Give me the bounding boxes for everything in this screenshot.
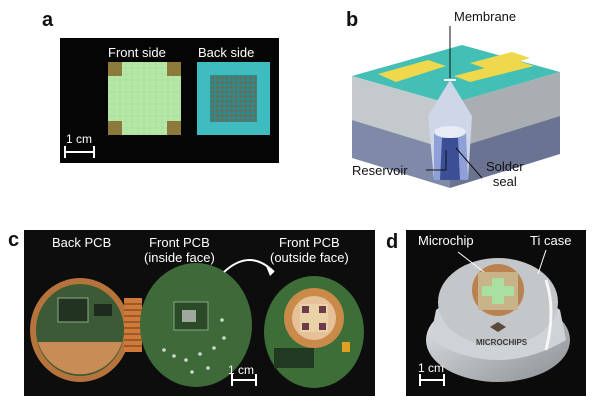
front-pcb-outside-label: Front PCB (outside face)	[270, 235, 349, 266]
membrane-label: Membrane	[454, 9, 517, 24]
front-pcb-outside	[264, 276, 364, 388]
microchip-label: Microchip	[418, 233, 474, 248]
back-side-label: Back side	[198, 45, 255, 60]
front-pcb-inside	[140, 263, 252, 387]
panel-c-scale-label: 1 cm	[228, 363, 255, 377]
flip-arrow	[223, 259, 275, 273]
panel-a-chips	[64, 62, 270, 158]
panel-a-letter: a	[42, 9, 54, 31]
panel-d-scale-label: 1 cm	[418, 361, 445, 375]
back-side-chip	[197, 62, 270, 135]
back-pcb-label: Back PCB	[52, 235, 112, 250]
front-pcb-inside-line2: (inside face)	[144, 249, 215, 265]
microchip-in-case	[472, 264, 524, 316]
solder-label-line1: Solder	[486, 159, 524, 174]
panel-c-letter: c	[8, 229, 20, 251]
reservoir-label: Reservoir	[352, 163, 408, 178]
front-pcb-inside-label: Front PCB (inside face)	[144, 235, 215, 266]
front-side-chip	[108, 62, 181, 135]
panel-c-scale-bar	[231, 374, 257, 386]
front-pcb-outside-line2: (outside face)	[270, 249, 349, 265]
flex-connector	[124, 298, 142, 352]
panel-a-scale-bar	[64, 146, 95, 158]
back-pcb	[30, 278, 130, 382]
panel-b-diagram	[352, 26, 560, 188]
panel-a-scale-label: 1 cm	[66, 132, 93, 146]
panel-b-letter: b	[346, 9, 359, 31]
front-side-label: Front side	[108, 45, 166, 60]
brand-logo-icon	[490, 322, 506, 332]
front-pcb-inside-line1: Front PCB	[149, 235, 210, 250]
panel-d-scale-bar	[419, 374, 445, 386]
front-pcb-outside-line1: Front PCB	[279, 235, 340, 250]
ti-case-label: Ti case	[530, 233, 572, 248]
solder-label-line2: seal	[492, 173, 517, 189]
panel-d-letter: d	[386, 231, 399, 253]
brand-label: MICROCHIPS	[476, 338, 528, 347]
solder-seal-label: Solder seal	[486, 159, 524, 190]
panel-d-device	[419, 249, 570, 386]
panel-c-boards	[30, 259, 364, 388]
